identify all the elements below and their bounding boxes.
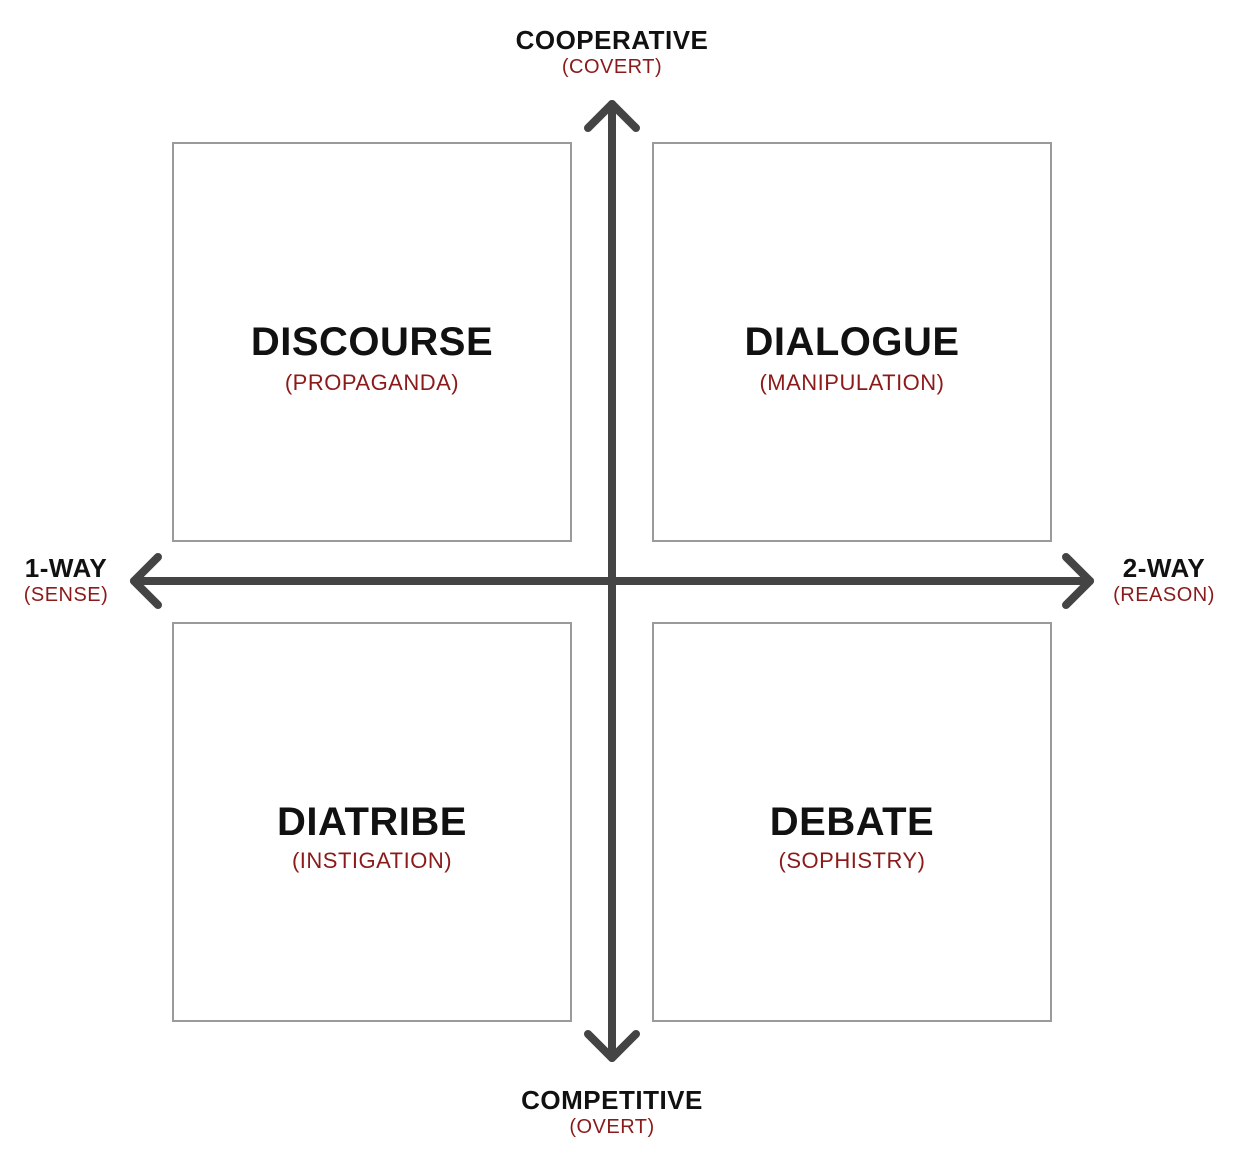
arrow-left-icon [130, 553, 162, 609]
axis-label-1-way: 1-WAY [24, 553, 108, 583]
quadrant-title: DIALOGUE [744, 320, 960, 364]
axis-sublabel-sense: (SENSE) [23, 584, 109, 606]
quadrant-title: DISCOURSE [250, 320, 494, 364]
axis-label-left: 1-WAY (SENSE) [6, 553, 126, 607]
axis-label-competitive: COMPETITIVE [521, 1085, 703, 1115]
quadrant-subtitle: (MANIPULATION) [759, 370, 945, 395]
axis-label-right: 2-WAY (REASON) [1104, 553, 1224, 607]
axis-sublabel-overt: (OVERT) [569, 1116, 655, 1138]
quadrant-debate: DEBATE (SOPHISTRY) [652, 622, 1052, 1022]
arrow-up-icon [584, 100, 640, 132]
axis-label-top: COOPERATIVE (COVERT) [462, 25, 762, 79]
axis-sublabel-reason: (REASON) [1113, 584, 1215, 606]
axis-sublabel-covert: (COVERT) [561, 56, 663, 78]
quadrant-title: DIATRIBE [277, 800, 467, 844]
axis-label-2-way: 2-WAY [1122, 553, 1206, 583]
arrow-down-icon [584, 1030, 640, 1062]
quadrant-title: DEBATE [769, 800, 935, 844]
quadrant-subtitle: (SOPHISTRY) [778, 848, 926, 873]
quadrant-diatribe: DIATRIBE (INSTIGATION) [172, 622, 572, 1022]
axis-label-bottom: COMPETITIVE (OVERT) [462, 1085, 762, 1139]
quadrant-subtitle: (PROPAGANDA) [284, 370, 460, 395]
axis-label-cooperative: COOPERATIVE [515, 25, 709, 55]
quadrant-subtitle: (INSTIGATION) [291, 848, 453, 873]
quadrant-discourse: DISCOURSE (PROPAGANDA) [172, 142, 572, 542]
quadrant-dialogue: DIALOGUE (MANIPULATION) [652, 142, 1052, 542]
arrow-right-icon [1062, 553, 1094, 609]
